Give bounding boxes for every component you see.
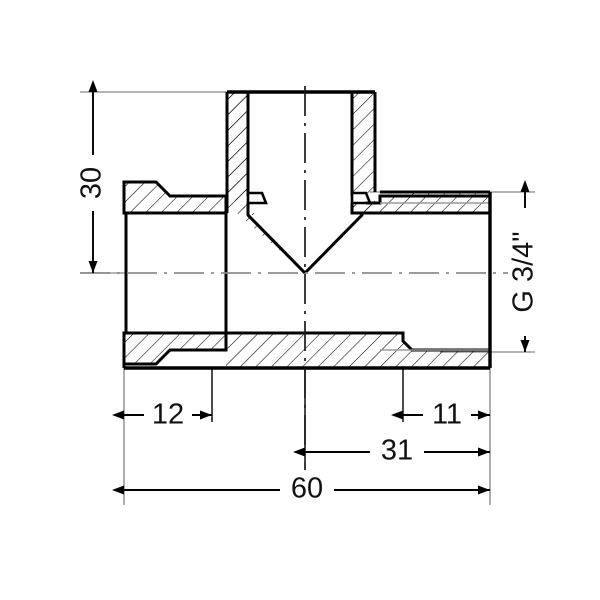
dim-label-30: 30 bbox=[76, 167, 108, 199]
dimension-12: 12 bbox=[112, 396, 212, 434]
dim-label-60: 60 bbox=[291, 473, 323, 505]
dim-text-bg-thread bbox=[508, 208, 544, 336]
dim-label-31: 31 bbox=[381, 435, 413, 467]
dimension-60: 60 bbox=[112, 470, 490, 509]
dim-text-bg-60 bbox=[280, 470, 334, 509]
outline-cavity-left bbox=[246, 213, 307, 275]
dimension-31: 31 bbox=[293, 432, 490, 471]
section-branch-right-wall bbox=[352, 92, 375, 213]
dim-text-bg-12 bbox=[144, 396, 192, 434]
dim-label-thread: G 3/4" bbox=[508, 231, 540, 312]
thread-notch-left bbox=[246, 191, 268, 205]
fitting-body bbox=[122, 90, 492, 370]
dim-text-bg-11 bbox=[423, 396, 471, 434]
section-lower-run-wall bbox=[226, 333, 490, 368]
dimension-thread-size: G 3/4" bbox=[508, 180, 544, 352]
dim-label-12: 12 bbox=[152, 399, 184, 431]
dim-text-bg-30 bbox=[78, 155, 110, 211]
dimension-30: 30 bbox=[76, 80, 110, 273]
dim-text-bg-31 bbox=[370, 432, 424, 471]
dim-label-11: 11 bbox=[432, 399, 462, 431]
dimension-11: 11 bbox=[391, 396, 490, 434]
